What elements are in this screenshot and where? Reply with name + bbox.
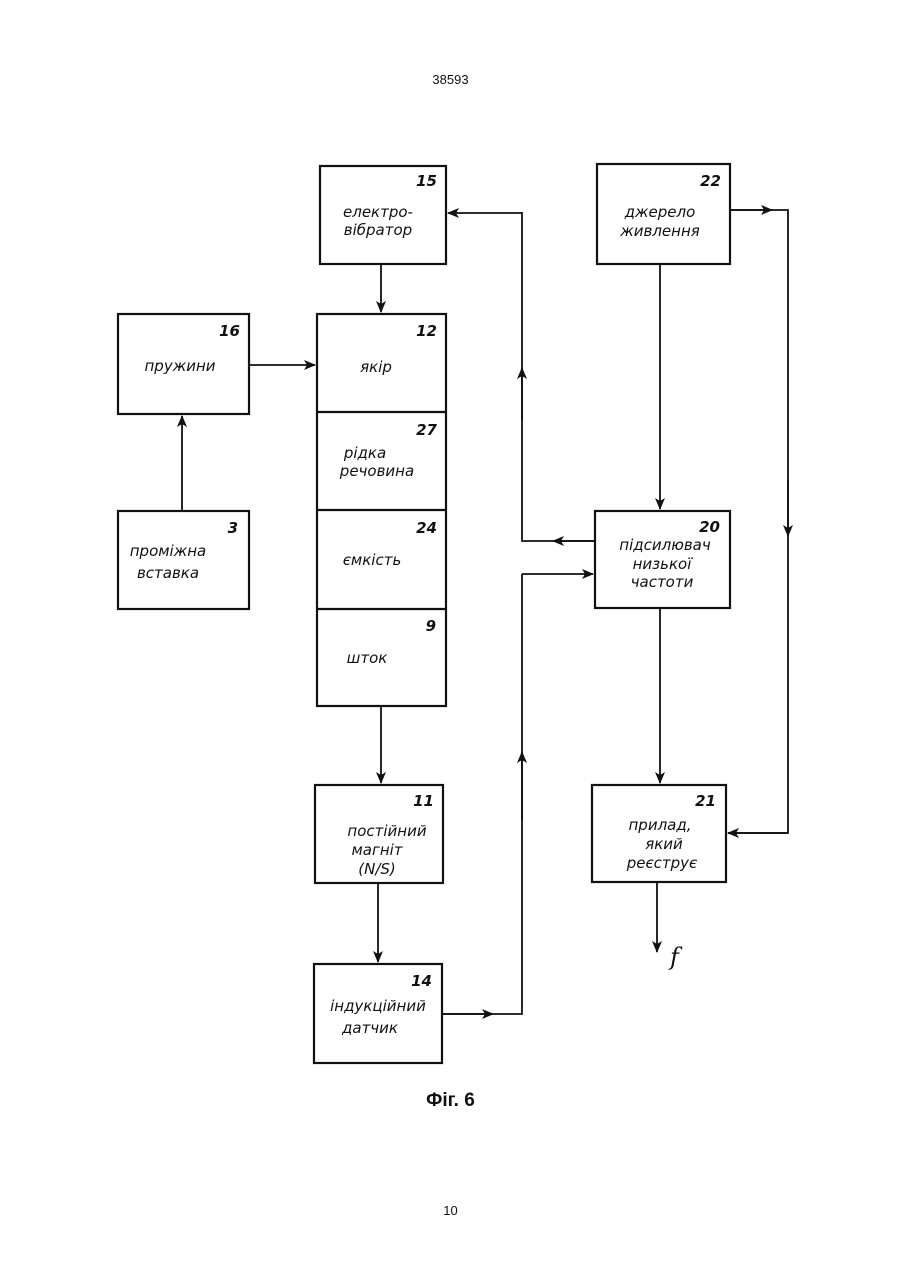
- line-14-signal: [442, 574, 522, 1014]
- block-number: 22: [700, 172, 721, 190]
- block-column-stack: 12 якір 27 рідка речовина 24 ємкість 9 ш…: [317, 314, 446, 706]
- block-label-line: датчик: [341, 1019, 398, 1037]
- block-label-line: частоти: [631, 573, 694, 591]
- block-number: 27: [416, 421, 437, 439]
- block-recording-device: 21 прилад, який реєструє: [592, 785, 726, 882]
- block-label-line: електро-: [343, 203, 413, 221]
- block-permanent-magnet: 11 постійний магніт (N/S): [315, 785, 443, 883]
- block-label-line: ємкість: [343, 551, 402, 569]
- block-number: 9: [426, 617, 436, 635]
- block-label-line: реєструє: [626, 854, 698, 872]
- block-low-frequency-amplifier: 20 підсилювач низької частоти: [595, 511, 730, 608]
- block-springs: 16 пружини: [118, 314, 249, 414]
- block-label-line: (N/S): [358, 860, 396, 878]
- block-label-line: рідка: [343, 444, 386, 462]
- block-label-line: який: [645, 835, 683, 853]
- block-label-line: вібратор: [344, 221, 412, 239]
- block-number: 15: [416, 172, 437, 190]
- line-20-feedback: [522, 212, 595, 541]
- block-number: 11: [413, 792, 434, 810]
- block-label-line: вставка: [137, 564, 199, 582]
- block-number: 14: [411, 972, 432, 990]
- block-number: 12: [416, 322, 437, 340]
- block-label-line: магніт: [351, 841, 403, 859]
- block-label-line: речовина: [339, 462, 414, 480]
- figure-caption: Фіг. 6: [0, 1090, 901, 1112]
- block-label-line: постійний: [347, 822, 426, 840]
- block-number: 16: [219, 322, 240, 340]
- block-intermediate-insert: 3 проміжна вставка: [118, 511, 249, 609]
- block-label-line: джерело: [624, 203, 696, 221]
- block-label-line: підсилювач: [619, 536, 711, 554]
- block-label-line: живлення: [619, 222, 700, 240]
- block-label-line: шток: [347, 649, 388, 667]
- block-number: 21: [695, 792, 716, 810]
- block-inductive-sensor: 14 індукційний датчик: [314, 964, 442, 1063]
- block-label-line: якір: [360, 358, 392, 376]
- line-22-to-21: [728, 210, 788, 833]
- page-footer-number: 10: [0, 1203, 901, 1218]
- output-frequency-label: f: [668, 943, 683, 971]
- block-power-source: 22 джерело живлення: [597, 164, 730, 264]
- block-electrovibrator: 15 електро- вібратор: [320, 166, 446, 264]
- block-label-line: прилад,: [629, 816, 692, 834]
- block-label-line: індукційний: [330, 997, 426, 1015]
- block-number: 24: [416, 519, 437, 537]
- block-number: 3: [228, 519, 238, 537]
- block-label-line: низької: [633, 555, 694, 573]
- block-label-line: проміжна: [130, 542, 207, 560]
- block-number: 20: [699, 518, 720, 536]
- block-label-line: пружини: [144, 357, 215, 375]
